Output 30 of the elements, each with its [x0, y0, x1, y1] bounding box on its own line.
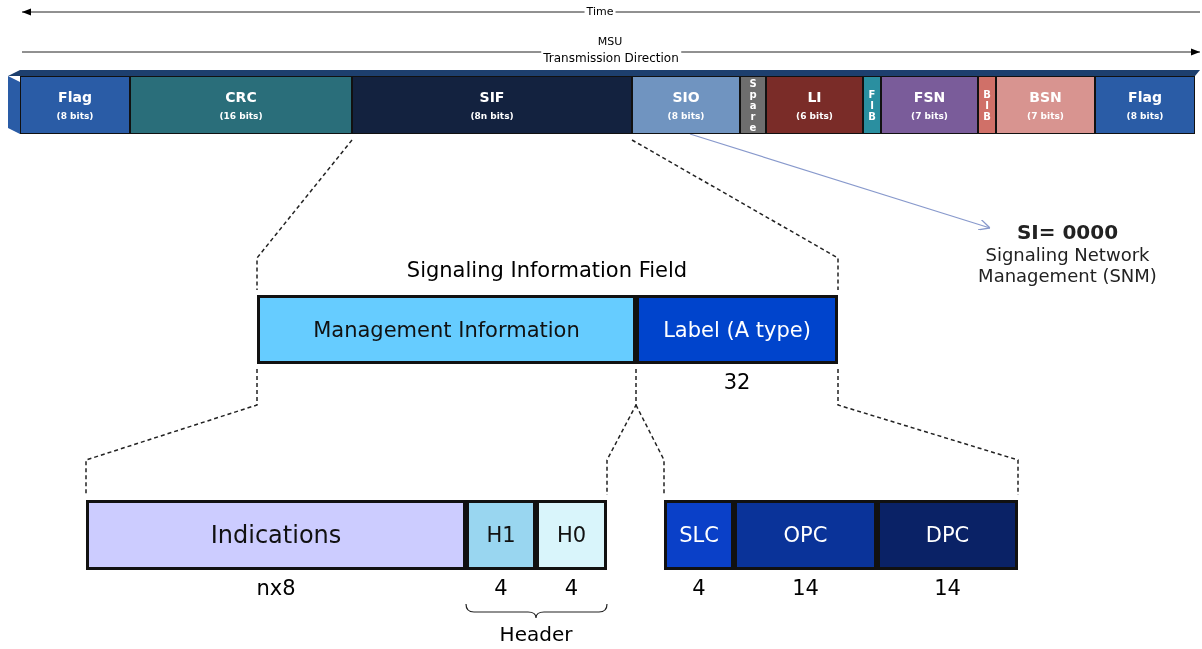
field-block: Indications [86, 500, 466, 570]
bit-count: nx8 [255, 576, 297, 600]
field-block: CRC (16 bits) [130, 76, 352, 134]
field-block: SLC [664, 500, 734, 570]
field-block: DPC [877, 500, 1018, 570]
field-block: SIO (8 bits) [632, 76, 740, 134]
field-block: Spare [740, 76, 766, 134]
bit-count: 14 [791, 576, 820, 600]
field-block: Label (A type) [636, 295, 838, 364]
annotation-text: SI= 0000 Signaling Network Management (SNM) [950, 208, 1185, 298]
field-block: OPC [734, 500, 877, 570]
field-block: FIB [863, 76, 881, 134]
bit-count: 32 [722, 370, 752, 394]
field-block: H0 [536, 500, 607, 570]
field-block: SIF (8n bits) [352, 76, 632, 134]
bit-count: 14 [933, 576, 962, 600]
field-block: BSN (7 bits) [996, 76, 1095, 134]
bit-count: 4 [691, 576, 707, 600]
bit-count: 4 [493, 576, 509, 600]
field-block: BIB [978, 76, 996, 134]
field-block: H1 [466, 500, 536, 570]
field-block: LI (6 bits) [766, 76, 863, 134]
field-block: FSN (7 bits) [881, 76, 978, 134]
arrow [689, 133, 991, 231]
field-block: Flag (8 bits) [1095, 76, 1195, 134]
label-text: Transmission Direction [541, 51, 681, 65]
field-block: Management Information [257, 295, 636, 364]
label-text: MSU [595, 35, 625, 48]
label-text: Time [584, 5, 616, 18]
bit-count: 4 [563, 576, 580, 600]
